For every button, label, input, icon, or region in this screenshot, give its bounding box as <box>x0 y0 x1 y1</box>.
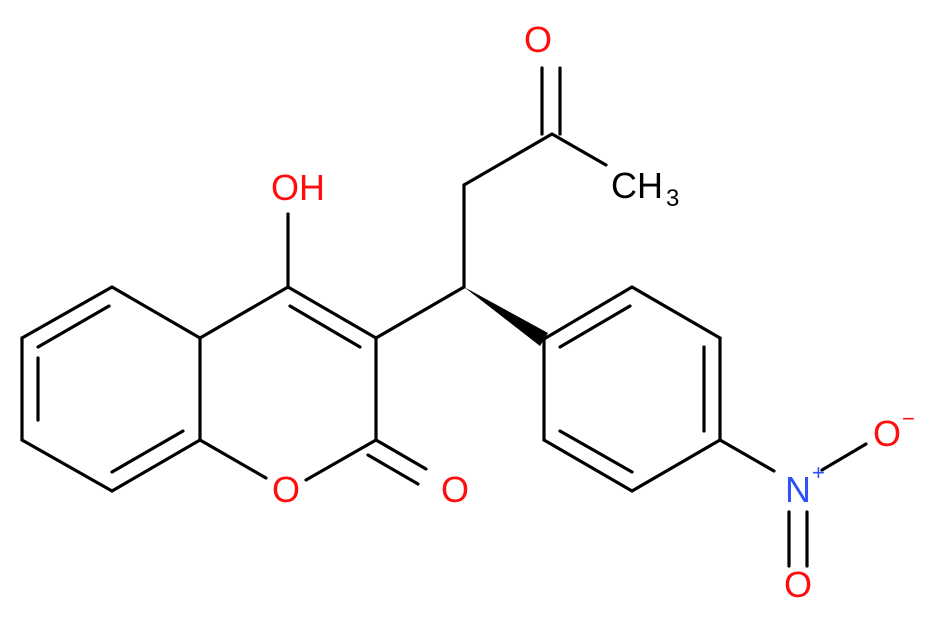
bond <box>374 285 466 340</box>
bond <box>630 438 722 493</box>
bond <box>286 285 378 340</box>
lactone-oxygen-label: O <box>441 469 469 510</box>
bond <box>820 442 868 472</box>
bond <box>462 132 554 187</box>
methyl-subscript: 3 <box>666 185 679 212</box>
bond <box>36 304 111 349</box>
bond <box>198 285 290 340</box>
nitro-oxygen-charge: − <box>902 406 915 431</box>
bond <box>558 304 632 349</box>
bond <box>304 438 378 482</box>
hydroxyl-label: OH <box>271 167 325 208</box>
wedge-bond <box>464 287 548 346</box>
ketone-oxygen-label: O <box>524 19 552 60</box>
bond <box>288 304 362 349</box>
bond <box>542 285 634 341</box>
bond <box>558 429 634 474</box>
nitro-oxygen-label: O <box>784 564 812 605</box>
nitro-nitrogen-charge: + <box>812 460 825 485</box>
bond <box>20 438 114 493</box>
bond <box>630 285 722 340</box>
bond <box>718 438 776 473</box>
nitro-oxygen-minus-label: O <box>873 413 901 454</box>
ring-oxygen-label: O <box>272 469 300 510</box>
nitro-nitrogen-label: N <box>785 469 811 510</box>
bond <box>110 438 202 493</box>
bond <box>374 438 428 471</box>
bond <box>550 132 608 167</box>
bond <box>20 285 114 340</box>
bond <box>110 285 202 340</box>
methyl-label: CH <box>611 165 663 206</box>
bond <box>110 429 185 474</box>
bond <box>542 438 634 493</box>
bond <box>366 453 420 486</box>
bond <box>198 438 268 480</box>
bonds <box>20 66 868 568</box>
atom-labels: OH O CH 3 O O N + O − O <box>271 19 915 605</box>
